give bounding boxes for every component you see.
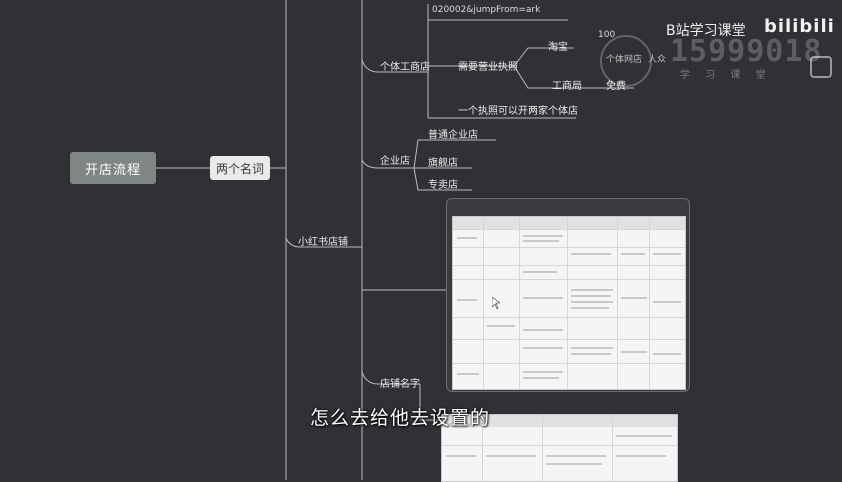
table-cell-blur <box>523 271 557 273</box>
one-license-two-shops-node[interactable]: 一个执照可以开两家个体店 <box>458 106 578 117</box>
table-cell-blur <box>653 253 681 255</box>
specialty-node[interactable]: 专卖店 <box>428 180 458 191</box>
table-row-line <box>453 265 685 266</box>
shop-name-node[interactable]: 店铺名字 <box>380 379 420 390</box>
table-cell-blur <box>523 377 559 379</box>
table-col-line <box>519 217 520 389</box>
table-col-line <box>612 415 613 481</box>
ghost-text-people: 人众 <box>648 55 667 65</box>
table-cell-blur <box>457 373 479 375</box>
table-col-line <box>483 217 484 389</box>
table-cell-blur <box>571 353 611 355</box>
table-cell-blur <box>653 301 681 303</box>
table-header-row <box>442 415 677 427</box>
video-subtitle: 怎么去给他去设置的 <box>310 407 491 429</box>
table-col-line <box>542 415 543 481</box>
table-cell-blur <box>523 240 559 242</box>
ordinary-enterprise-node[interactable]: 普通企业店 <box>428 130 478 141</box>
table-row-line <box>442 445 677 446</box>
mouse-cursor-icon <box>492 297 500 309</box>
table-cell-blur <box>546 455 606 457</box>
url-fragment[interactable]: 020002&jumpFrom=ark <box>432 5 541 15</box>
table-cell-blur <box>523 347 563 349</box>
ghost-wechat-icon <box>600 35 652 87</box>
table-cell-blur <box>523 297 563 299</box>
business-bureau-node[interactable]: 工商局 <box>552 81 582 92</box>
table-row-line <box>453 317 685 318</box>
table-row-line <box>453 339 685 340</box>
play-icon <box>810 56 832 78</box>
table-cell-blur <box>653 353 681 355</box>
table-cell-blur <box>457 299 477 301</box>
table-cell-blur <box>546 463 602 465</box>
free-node[interactable]: 免费 <box>606 81 626 92</box>
table-cell-blur <box>571 307 609 309</box>
table-cell-blur <box>621 351 647 353</box>
table-row-line <box>453 247 685 248</box>
bilibili-watermark: B站学习课堂 bilibili 15999018 学 习 课 堂 <box>660 14 842 81</box>
table-cell-blur <box>571 347 613 349</box>
table-cell-blur <box>523 329 563 331</box>
table-col-line <box>482 415 483 481</box>
table-cell-blur <box>621 297 647 299</box>
table-cell-blur <box>616 435 672 437</box>
watermark-title: B站学习课堂 <box>666 23 746 39</box>
watermark-number: 15999018 <box>670 34 823 69</box>
table-cell-blur <box>571 295 611 297</box>
table-header-row <box>453 217 685 229</box>
watermark-subtitle: 学 习 课 堂 <box>680 70 772 81</box>
table-col-line <box>567 217 568 389</box>
table-cell-blur <box>571 253 611 255</box>
shop-name-table-image <box>441 414 678 482</box>
table-row-line <box>453 363 685 364</box>
needs-license-node[interactable]: 需要营业执照 <box>458 62 518 73</box>
shop-type-table-image <box>452 216 686 390</box>
taobao-node[interactable]: 淘宝 <box>548 42 568 53</box>
table-cell-blur <box>446 455 476 457</box>
bilibili-logo: bilibili <box>764 16 835 37</box>
table-col-line <box>649 217 650 389</box>
table-cell-blur <box>487 325 515 327</box>
table-cell-blur <box>457 237 477 239</box>
table-row-line <box>453 279 685 280</box>
topic-two-terms[interactable]: 两个名词 <box>210 156 270 180</box>
topic-two-terms-label: 两个名词 <box>215 161 264 176</box>
table-cell-blur <box>523 235 563 237</box>
table-row-line <box>453 229 685 230</box>
table-cell-blur <box>621 253 645 255</box>
table-cell-blur <box>571 289 613 291</box>
root-label: 开店流程 <box>84 162 141 178</box>
table-cell-blur <box>486 455 536 457</box>
flagship-node[interactable]: 旗舰店 <box>428 158 458 169</box>
root-node[interactable]: 开店流程 <box>70 152 156 184</box>
table-cell-blur <box>523 371 563 373</box>
table-cell-blur <box>571 301 613 303</box>
branch-xiaohongshu-shop[interactable]: 小红书店铺 <box>298 237 348 248</box>
enterprise-shop-node[interactable]: 企业店 <box>380 156 410 167</box>
table-col-line <box>617 217 618 389</box>
branch-individual-shop[interactable]: 个体工商店 <box>380 62 430 73</box>
price-100-node[interactable]: 100 <box>598 30 616 40</box>
table-cell-blur <box>616 455 666 457</box>
